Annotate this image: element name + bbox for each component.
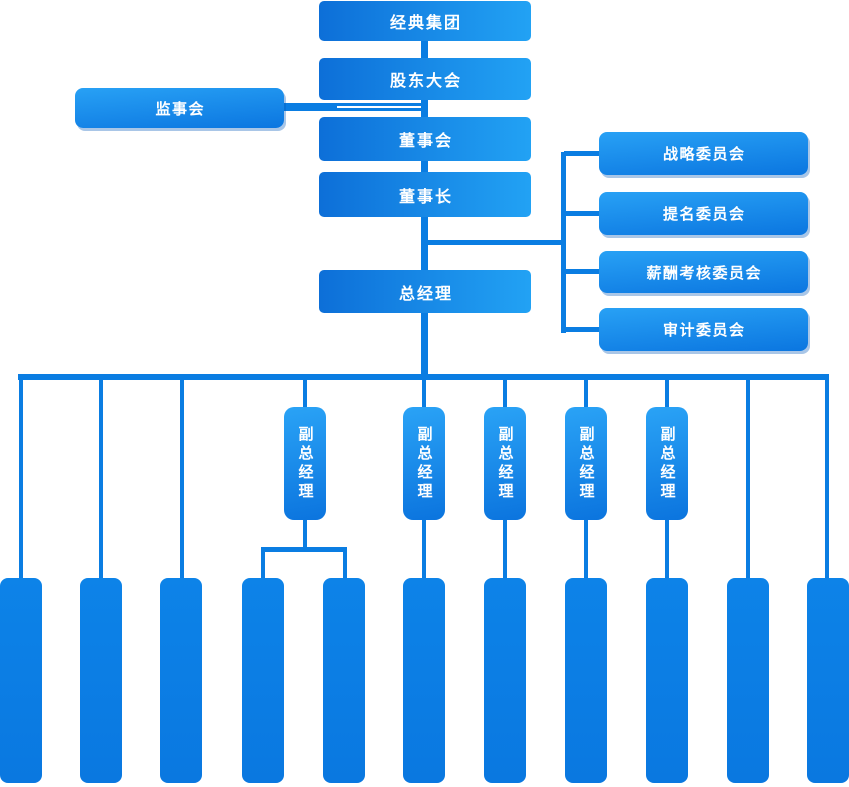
trunk-line-segment xyxy=(421,313,428,377)
deputy-stub-line xyxy=(422,380,426,407)
main-rail-line xyxy=(18,374,829,380)
deputy-label: 副总经理 xyxy=(296,425,314,502)
drop-line xyxy=(825,380,829,578)
trunk-line-segment xyxy=(421,41,428,58)
deputy-stub-line xyxy=(665,380,669,407)
node-board-label: 董事会 xyxy=(398,133,453,150)
committee-stub-line xyxy=(564,211,600,216)
node-strategy-committee: 战略委员会 xyxy=(599,132,808,175)
mini-rail-line xyxy=(261,547,347,552)
committee-stub-line xyxy=(564,151,600,156)
node-compensation-committee: 薪酬考核委员会 xyxy=(599,251,808,293)
deputy-drop-line xyxy=(584,520,588,578)
committee-stub-line xyxy=(564,327,600,332)
node-supervisory-label: 监事会 xyxy=(155,100,205,118)
committee-label: 薪酬考核委员会 xyxy=(646,264,762,282)
node-chairman: 董事长 xyxy=(319,172,531,217)
drop-line xyxy=(19,380,23,578)
node-chairman-label: 董事长 xyxy=(398,188,453,206)
drop-line xyxy=(746,380,750,578)
deputy-drop-line xyxy=(303,520,307,548)
node-deputy-gm: 副总经理 xyxy=(565,407,607,520)
deputy-stub-line xyxy=(584,380,588,407)
node-deputy-gm: 副总经理 xyxy=(484,407,526,520)
department-bar xyxy=(403,578,445,783)
deputy-label: 副总经理 xyxy=(658,425,676,502)
node-shareholders-meeting: 股东大会 xyxy=(319,58,531,100)
node-deputy-gm: 副总经理 xyxy=(284,407,326,520)
department-bar xyxy=(242,578,284,783)
deputy-drop-line xyxy=(422,520,426,578)
committee-label: 提名委员会 xyxy=(662,206,746,223)
department-bar xyxy=(484,578,526,783)
node-board-of-directors: 董事会 xyxy=(319,117,531,161)
deputy-drop-line xyxy=(503,520,507,578)
drop-line xyxy=(180,380,184,578)
node-supervisory-board: 监事会 xyxy=(75,88,284,128)
node-audit-committee: 审计委员会 xyxy=(599,308,808,351)
department-bar xyxy=(807,578,849,783)
deputy-stub-line xyxy=(503,380,507,407)
department-bar xyxy=(727,578,769,783)
deputy-label: 副总经理 xyxy=(496,425,514,502)
mini-rail-drop-line xyxy=(343,552,347,578)
node-general-manager: 总经理 xyxy=(319,270,531,313)
committee-label: 战略委员会 xyxy=(662,146,746,163)
committee-branch-line xyxy=(425,240,566,245)
trunk-line-segment xyxy=(421,217,428,270)
department-bar xyxy=(323,578,365,783)
committee-label: 审计委员会 xyxy=(662,322,746,339)
mini-rail-drop-line xyxy=(261,552,265,578)
node-shareholders-label: 股东大会 xyxy=(389,73,462,90)
department-bar xyxy=(80,578,122,783)
node-gm-label: 总经理 xyxy=(398,285,453,303)
deputy-label: 副总经理 xyxy=(415,425,433,502)
committee-stub-line xyxy=(564,269,600,274)
deputy-stub-line xyxy=(303,380,307,407)
connector-gap xyxy=(337,106,421,108)
department-bar xyxy=(0,578,42,783)
node-group-label: 经典集团 xyxy=(389,15,462,32)
department-bar xyxy=(160,578,202,783)
node-nomination-committee: 提名委员会 xyxy=(599,192,808,235)
committee-bracket-line xyxy=(561,152,566,333)
trunk-line-segment xyxy=(421,161,428,172)
node-deputy-gm: 副总经理 xyxy=(403,407,445,520)
node-deputy-gm: 副总经理 xyxy=(646,407,688,520)
deputy-label: 副总经理 xyxy=(577,425,595,502)
drop-line xyxy=(99,380,103,578)
deputy-drop-line xyxy=(665,520,669,578)
node-group: 经典集团 xyxy=(319,1,531,41)
department-bar xyxy=(565,578,607,783)
department-bar xyxy=(646,578,688,783)
